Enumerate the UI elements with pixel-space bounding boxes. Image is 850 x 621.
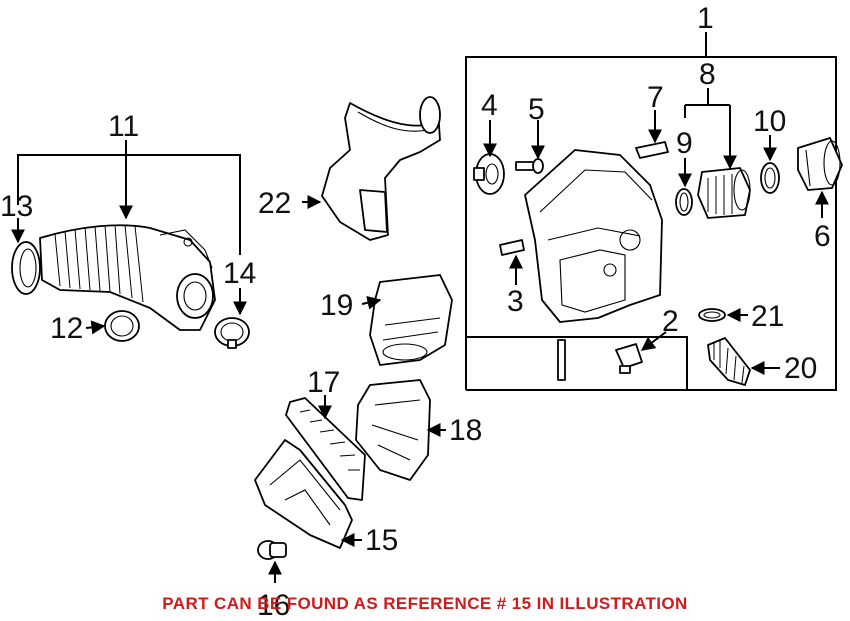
callout-10: 10: [753, 105, 786, 138]
callout-8: 8: [699, 58, 716, 91]
bracket-17-part[interactable]: [285, 397, 366, 501]
callout-2: 2: [662, 305, 679, 338]
o-ring-10-part[interactable]: [760, 162, 780, 194]
clip-3-part[interactable]: [499, 239, 525, 256]
filter-element-8-part[interactable]: [697, 167, 751, 219]
air-duct-22-part[interactable]: [321, 96, 441, 241]
callout-3: 3: [507, 285, 524, 318]
callout-labels: 1 2 3 4 5 6 7 8 9 10 11 12 13 14 15 16 1…: [0, 2, 831, 621]
callout-15: 15: [365, 524, 398, 557]
hose-clamp-13-part[interactable]: [11, 241, 41, 295]
sleeve-6-part[interactable]: [797, 137, 843, 191]
clamp-21-part[interactable]: [698, 308, 726, 322]
callout-6: 6: [814, 220, 831, 253]
callout-18: 18: [449, 414, 482, 447]
callout-12: 12: [50, 312, 83, 345]
o-ring-12-part[interactable]: [104, 310, 140, 342]
intake-snorkel-19-part[interactable]: [369, 274, 453, 366]
splash-shield-15-part[interactable]: [254, 439, 353, 549]
air-filter-housing-part[interactable]: [524, 149, 663, 381]
callout-16: 16: [257, 589, 290, 621]
callout-19: 19: [320, 289, 353, 322]
callout-14: 14: [223, 257, 256, 290]
hose-clamp-14-part[interactable]: [214, 317, 250, 349]
callout-5: 5: [528, 93, 545, 126]
air-guide-18-part[interactable]: [355, 379, 431, 481]
hose-20-part[interactable]: [707, 337, 751, 386]
callout-17: 17: [307, 366, 340, 399]
reference-caption: PART CAN BE FOUND AS REFERENCE # 15 IN I…: [162, 594, 688, 613]
callout-21: 21: [751, 300, 784, 333]
callout-22: 22: [258, 187, 291, 220]
push-clip-16-part[interactable]: [257, 540, 287, 560]
intake-hose-part[interactable]: [39, 224, 216, 331]
callout-20: 20: [784, 352, 817, 385]
clip-7-part[interactable]: [635, 141, 669, 159]
assembly-box: [465, 32, 837, 391]
callout-7: 7: [647, 81, 664, 114]
callout-9: 9: [676, 127, 693, 160]
callout-4: 4: [481, 89, 498, 122]
cap-2-part[interactable]: [615, 343, 643, 374]
callout-1: 1: [697, 2, 714, 35]
leader-lines: [11, 88, 829, 583]
o-ring-9-part[interactable]: [675, 188, 693, 216]
grommet-4-part[interactable]: [473, 153, 505, 195]
callout-13: 13: [0, 190, 33, 223]
bolt-5-part[interactable]: [515, 158, 544, 174]
callout-11: 11: [108, 110, 139, 143]
